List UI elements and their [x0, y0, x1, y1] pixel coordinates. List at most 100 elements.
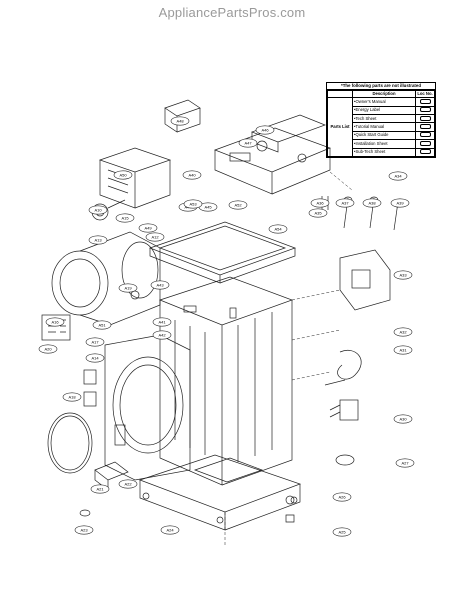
- door-assembly: [104, 334, 191, 481]
- callout-label: A10: [94, 207, 102, 212]
- legend-item: •Energy Label: [352, 105, 416, 115]
- callout-a51: A51: [92, 320, 112, 330]
- callout-a19: A19: [118, 283, 138, 293]
- callout-a10: A10: [88, 205, 108, 215]
- legend-loc-oval: [415, 147, 435, 157]
- callout-label: A37: [341, 200, 349, 205]
- legend-loc-oval: [415, 113, 435, 124]
- legend-item: •Owner's Manual: [352, 97, 416, 107]
- callout-label: A31: [399, 347, 407, 352]
- callout-label: A54: [274, 226, 282, 231]
- legend-group-label: Parts List: [327, 97, 353, 157]
- callout-label: A22: [124, 481, 132, 486]
- legend-item: •Quick Start Guide: [352, 130, 416, 141]
- callout-a20: A20: [38, 344, 58, 354]
- callout-label: A40: [188, 172, 196, 177]
- callout-a31: A31: [393, 345, 413, 355]
- callout-label: A12: [151, 234, 159, 239]
- callout-label: A25: [338, 529, 346, 534]
- upper-pcb-module: [164, 99, 201, 133]
- callout-a47: A47: [238, 138, 258, 148]
- legend-loc-oval: [415, 130, 435, 141]
- right-side-parts: [285, 249, 391, 523]
- callout-a26: A26: [332, 492, 352, 502]
- callout-a49: A49: [138, 223, 158, 233]
- legend-loc-oval: [415, 122, 435, 132]
- cabinet: [158, 276, 294, 486]
- callout-a22: A22: [118, 479, 138, 489]
- tub-assembly: [51, 231, 161, 326]
- callout-a54: A54: [268, 224, 288, 234]
- callout-label: A36: [316, 200, 324, 205]
- legend-group-header: [327, 90, 353, 99]
- callout-label: A19: [124, 285, 132, 290]
- callout-label: A41: [158, 319, 166, 324]
- callout-label: A27: [401, 460, 409, 465]
- callout-a42: A42: [152, 330, 172, 340]
- legend-loc-oval: [415, 105, 435, 115]
- callout-label: A42: [158, 332, 166, 337]
- callout-label: A24: [166, 527, 174, 532]
- legend-item: •Tech Sheet: [352, 113, 416, 124]
- callout-label: A18: [68, 394, 76, 399]
- callout-a50: A50: [113, 170, 133, 180]
- callout-a35: A35: [308, 208, 328, 218]
- parts-legend: *The following parts are not illustrated…: [326, 82, 436, 158]
- callout-a14: A14: [85, 353, 105, 363]
- callout-a37: A37: [335, 198, 355, 208]
- callout-a39: A39: [390, 198, 410, 208]
- control-panel-assembly: [214, 114, 331, 195]
- top-plate: [148, 221, 297, 284]
- legend-table: Description Loc No. Parts List •Owner's …: [327, 90, 435, 157]
- callout-label: A16: [51, 319, 59, 324]
- callout-a15: A15: [115, 213, 135, 223]
- callout-label: A50: [119, 172, 127, 177]
- legend-loc-oval: [415, 139, 435, 149]
- legend-header-row: Description Loc No.: [327, 90, 435, 99]
- callout-label: A13: [94, 237, 102, 242]
- callout-a41: A41: [152, 317, 172, 327]
- callout-label: A15: [121, 215, 129, 220]
- legend-item: •Installation Sheet: [352, 139, 416, 149]
- legend-row: Parts List •Owner's Manual: [327, 97, 435, 157]
- callout-a43: A43: [150, 280, 170, 290]
- callout-a25: A25: [332, 527, 352, 537]
- callout-label: A34: [394, 173, 402, 178]
- callout-label: A35: [314, 210, 322, 215]
- callout-label: A32: [399, 329, 407, 334]
- callout-label: A46: [261, 127, 269, 132]
- callout-a46: A46: [255, 125, 275, 135]
- callout-a38: A38: [362, 198, 382, 208]
- legend-item: •Tutorial Manual: [352, 122, 416, 132]
- callout-a17: A17: [85, 337, 105, 347]
- door-gasket: [47, 412, 93, 474]
- legend-col-description: Description: [352, 90, 416, 99]
- callout-label: A21: [96, 486, 104, 491]
- callout-label: A17: [91, 339, 99, 344]
- callout-label: A53: [189, 201, 197, 206]
- callout-label: A39: [396, 200, 404, 205]
- callout-a18: A18: [62, 392, 82, 402]
- callout-label: A47: [244, 140, 252, 145]
- callout-label: A23: [80, 527, 88, 532]
- legend-loc-oval: [415, 97, 435, 107]
- callout-a53: A53: [183, 199, 203, 209]
- callout-a30: A30: [393, 414, 413, 424]
- site-watermark: AppliancePartsPros.com: [158, 5, 306, 20]
- callout-label: A30: [399, 416, 407, 421]
- callout-label: A26: [338, 494, 346, 499]
- legend-row: •Sub-Tech Sheet: [328, 147, 435, 157]
- base-frame: [138, 454, 302, 531]
- main-pcb-box: [98, 147, 172, 209]
- callout-label: A20: [44, 346, 52, 351]
- callout-a21: A21: [90, 484, 110, 494]
- callout-a27: A27: [395, 458, 415, 468]
- sensor-connectors: [321, 196, 403, 231]
- callout-a16: A16: [45, 317, 65, 327]
- legend-title: *The following parts are not illustrated: [327, 83, 435, 91]
- callout-a40: A40: [182, 170, 202, 180]
- callout-a13: A13: [88, 235, 108, 245]
- callout-a32: A32: [393, 327, 413, 337]
